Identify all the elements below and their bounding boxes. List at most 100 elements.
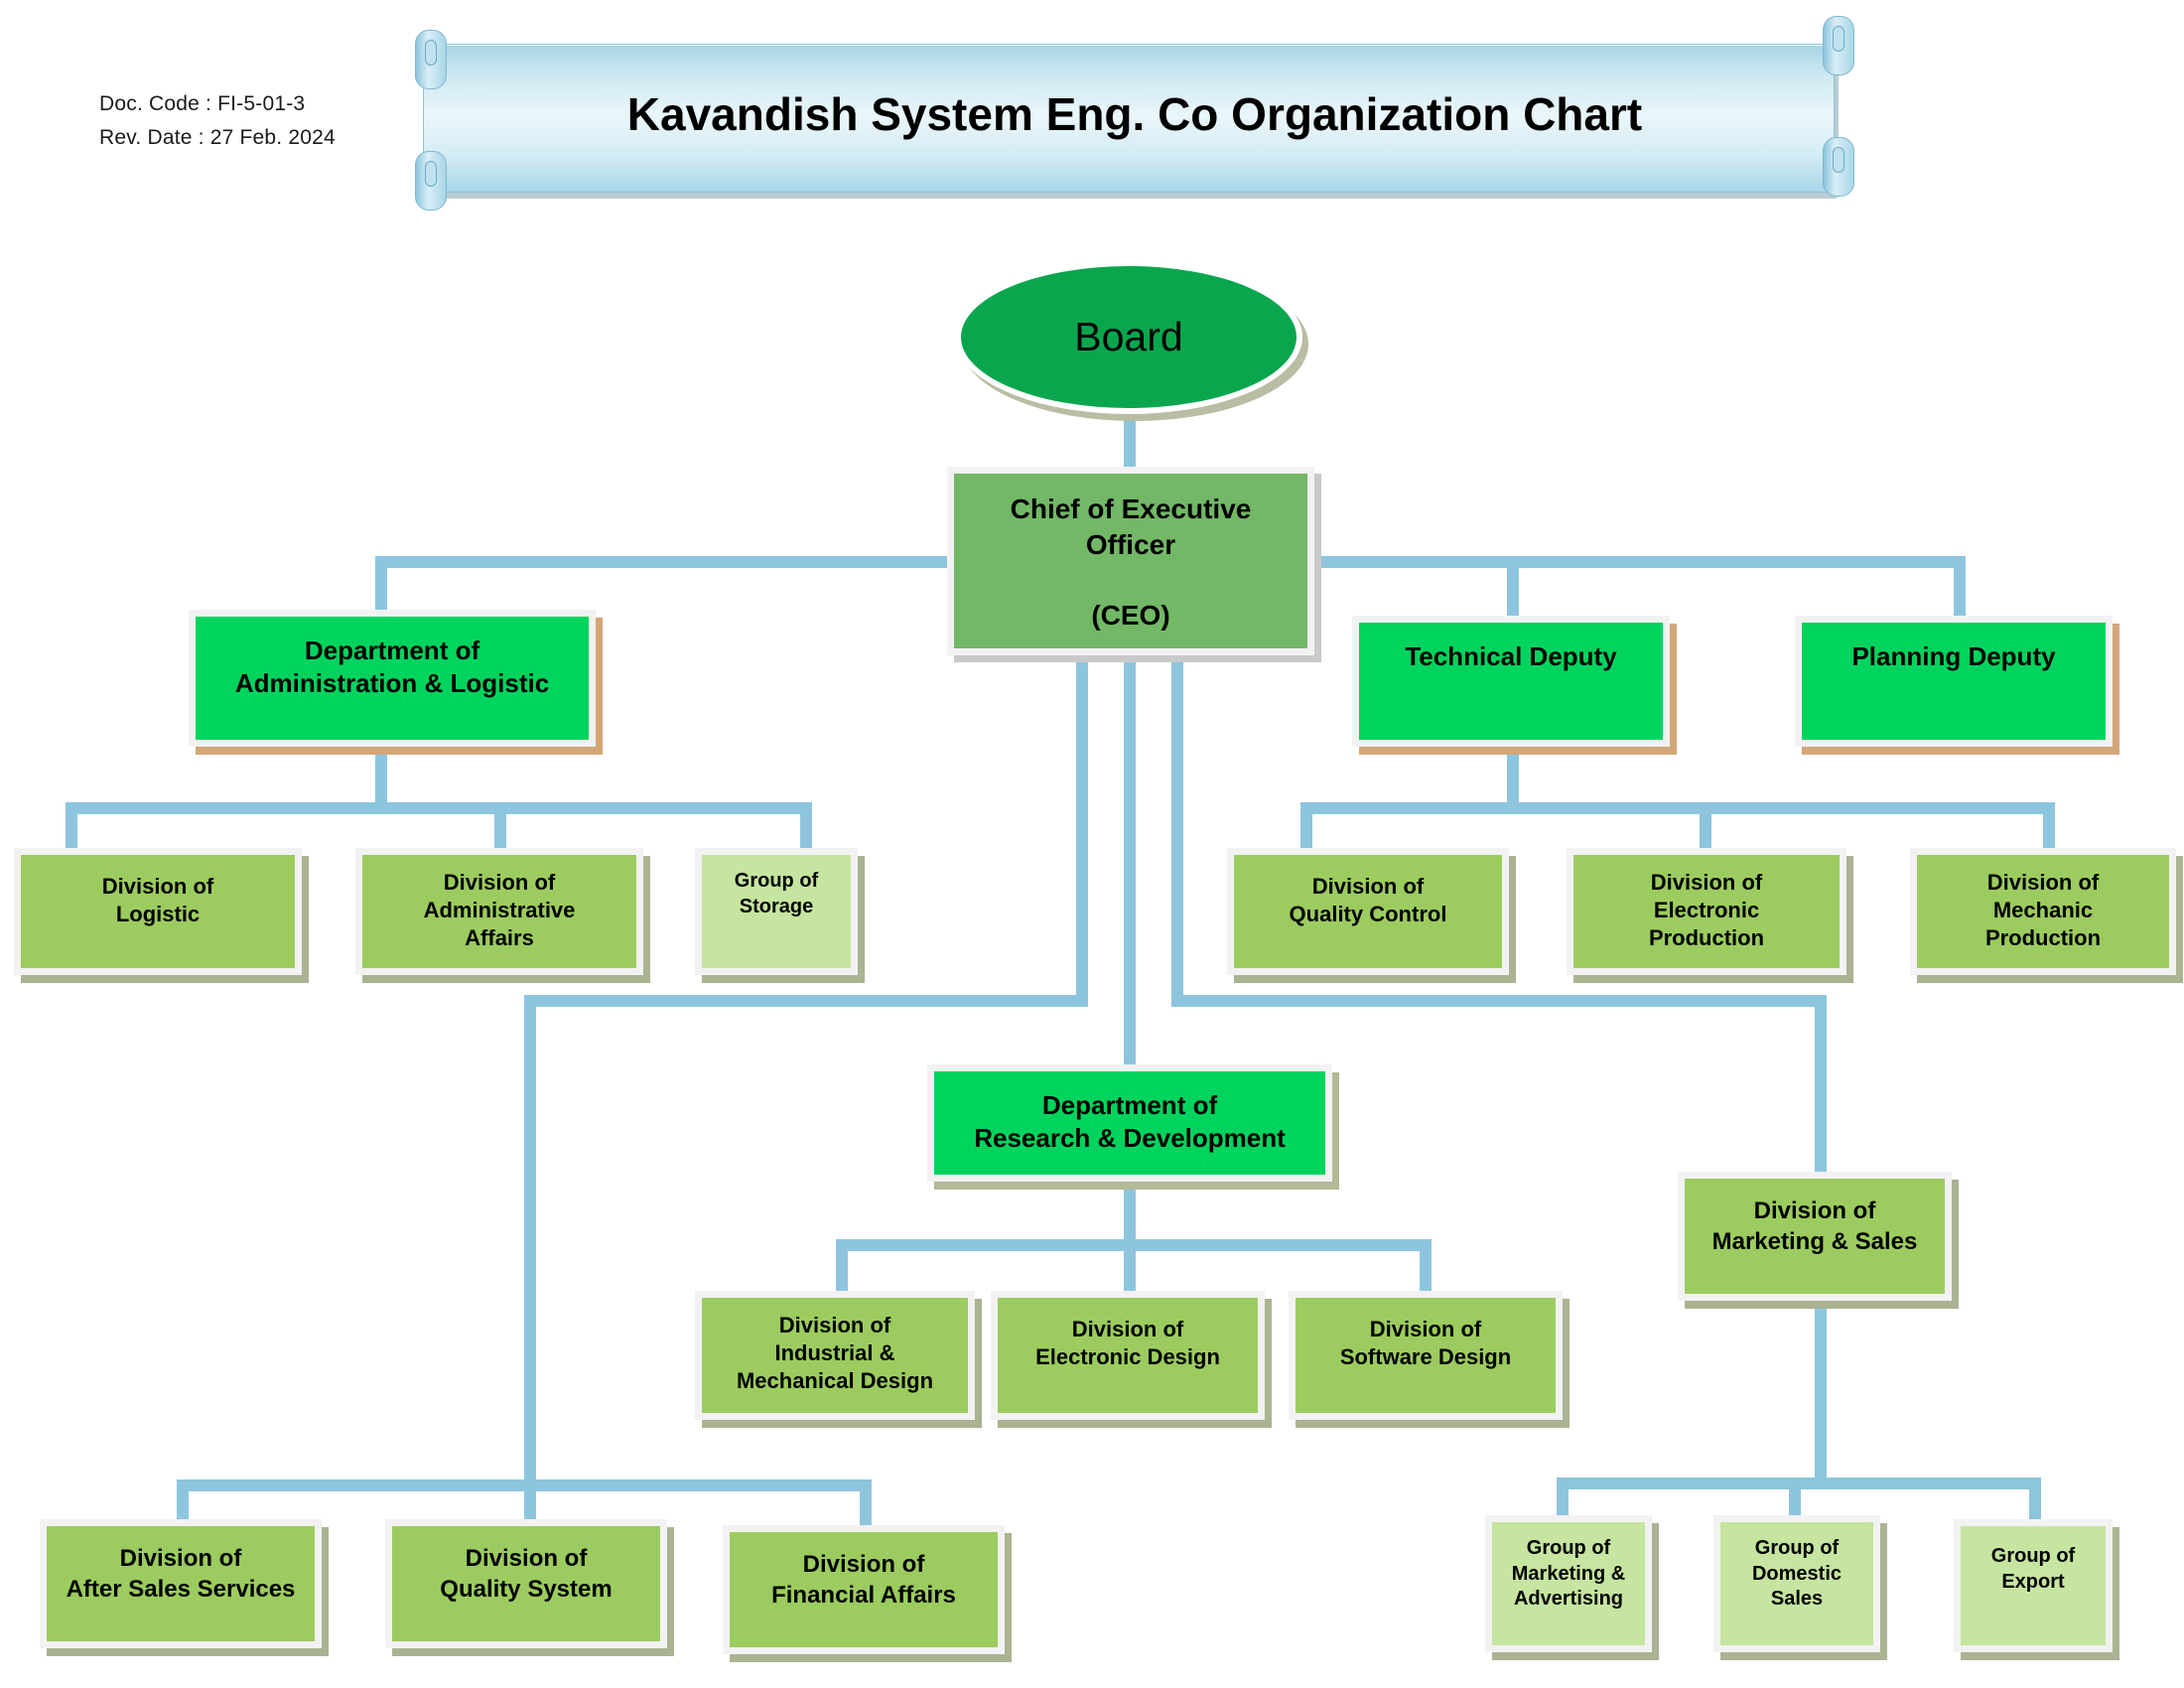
node-ceo-line3: (CEO) — [1091, 600, 1170, 632]
scroll-curl-right-top-icon — [1823, 16, 1854, 75]
node-mech-prod-line1: Division of — [1986, 870, 2100, 895]
node-division-quality-control[interactable]: Division of Quality Control — [1227, 848, 1509, 975]
node-division-administrative-affairs[interactable]: Division of Administrative Affairs — [355, 848, 643, 975]
node-board-label: Board — [1074, 314, 1183, 359]
connector-ceo-right-branch-vertical — [1815, 995, 1827, 1172]
connector-ceo-right-branch-horizontal — [1171, 995, 1827, 1007]
connector-rd-to-software-design — [1420, 1239, 1432, 1293]
node-mkt-adv-line3: Advertising — [1513, 1588, 1624, 1611]
node-division-quality-system[interactable]: Division of Quality System — [385, 1519, 667, 1648]
node-group-domestic-sales[interactable]: Group of Domestic Sales — [1713, 1515, 1880, 1652]
node-admin-line1: Department of — [304, 635, 480, 665]
node-division-electronic-production[interactable]: Division of Electronic Production — [1567, 848, 1846, 975]
connector-tech-to-mechanic-production — [2043, 802, 2055, 850]
connector-technical-children-horizontal — [1300, 802, 2055, 814]
node-technical-deputy[interactable]: Technical Deputy — [1352, 616, 1670, 747]
node-division-financial-affairs[interactable]: Division of Financial Affairs — [723, 1525, 1005, 1654]
connector-ceo-left-branch-horizontal — [524, 995, 1088, 1007]
node-division-after-sales-services[interactable]: Division of After Sales Services — [40, 1519, 322, 1648]
node-quality-system-line1: Division of — [465, 1545, 588, 1572]
node-mech-prod-line2: Mechanic — [1992, 898, 2094, 923]
node-group-storage[interactable]: Group of Storage — [695, 848, 858, 975]
connector-to-domestic-sales — [1789, 1477, 1801, 1519]
connector-tech-to-electronic-production — [1700, 802, 1711, 850]
node-domestic-line2: Domestic — [1751, 1562, 1843, 1585]
node-ceo-line1: Chief of Executive — [1010, 493, 1252, 524]
node-elec-prod-line1: Division of — [1650, 870, 1763, 895]
node-department-administration-logistic[interactable]: Department of Administration & Logistic — [189, 610, 596, 747]
node-ceo[interactable]: Chief of Executive Officer (CEO) — [947, 467, 1314, 655]
scroll-curl-right-bottom-icon — [1823, 137, 1854, 197]
page-title: Kavandish System Eng. Co Organization Ch… — [626, 88, 1643, 140]
node-mkt-adv-line1: Group of — [1526, 1537, 1611, 1559]
node-qc-line2: Quality Control — [1289, 902, 1447, 927]
node-logistic-line2: Logistic — [115, 902, 201, 927]
node-mkt-adv-line2: Marketing & — [1511, 1562, 1626, 1585]
node-division-mechanic-production[interactable]: Division of Mechanic Production — [1910, 848, 2176, 975]
node-planning-deputy[interactable]: Planning Deputy — [1795, 616, 2113, 747]
connector-ceo-to-deputies-horizontal — [1318, 556, 1966, 568]
connector-ceo-to-admin-horizontal — [375, 556, 947, 568]
node-storage-line1: Group of — [734, 870, 819, 892]
node-export-line2: Export — [2001, 1570, 2065, 1593]
node-admin-affairs-line1: Division of — [443, 870, 556, 895]
node-quality-system-line2: Quality System — [440, 1575, 613, 1603]
node-department-research-development[interactable]: Department of Research & Development — [927, 1064, 1332, 1182]
node-elec-design-line1: Division of — [1071, 1317, 1184, 1341]
node-after-sales-line2: After Sales Services — [66, 1575, 296, 1603]
connector-admin-down — [375, 747, 387, 814]
node-domestic-line3: Sales — [1770, 1588, 1824, 1611]
node-division-industrial-mechanical-design[interactable]: Division of Industrial & Mechanical Desi… — [695, 1291, 975, 1420]
connector-marketing-down — [1815, 1301, 1827, 1481]
connector-admin-to-admin-affairs — [494, 802, 506, 850]
node-financial-line2: Financial Affairs — [771, 1581, 956, 1609]
connector-ceo-bottom-right-stem — [1171, 655, 1183, 1005]
connector-board-to-ceo — [1124, 397, 1136, 469]
node-admin-affairs-line3: Affairs — [465, 925, 534, 951]
node-ceo-line2: Officer — [1085, 528, 1176, 560]
doc-code-text: Doc. Code : FI-5-01-3 — [99, 92, 306, 115]
connector-to-after-sales — [177, 1479, 189, 1527]
connector-to-financial-affairs — [860, 1479, 872, 1527]
node-logistic-line1: Division of — [101, 874, 214, 899]
node-ind-mech-line2: Industrial & — [774, 1340, 895, 1366]
connector-technical-deputy-down — [1507, 747, 1519, 814]
title-banner: Kavandish System Eng. Co Organization Ch… — [415, 16, 1854, 218]
node-division-software-design[interactable]: Division of Software Design — [1289, 1291, 1563, 1420]
node-soft-design-line1: Division of — [1369, 1317, 1482, 1341]
node-after-sales-line1: Division of — [119, 1545, 242, 1572]
node-division-logistic[interactable]: Division of Logistic — [14, 848, 302, 975]
node-mech-prod-line3: Production — [1984, 925, 2102, 951]
node-elec-prod-line2: Electronic — [1653, 898, 1760, 923]
connector-admin-children-horizontal — [66, 802, 812, 814]
node-marketing-line2: Marketing & Sales — [1711, 1227, 1918, 1255]
node-domestic-line1: Group of — [1754, 1537, 1840, 1559]
node-planning-deputy-label: Planning Deputy — [1851, 641, 2056, 671]
node-rd-line1: Department of — [1041, 1090, 1218, 1120]
node-financial-line1: Division of — [802, 1551, 925, 1578]
node-marketing-line1: Division of — [1753, 1197, 1876, 1224]
connector-rd-to-industrial-mechanical — [836, 1239, 848, 1293]
connector-ceo-bottom-left-stem — [1076, 655, 1088, 1005]
connector-to-export — [2029, 1477, 2041, 1519]
document-metadata: Doc. Code : FI-5-01-3 Rev. Date : 27 Feb… — [99, 87, 336, 155]
node-division-electronic-design[interactable]: Division of Electronic Design — [991, 1291, 1265, 1420]
node-board[interactable]: Board — [955, 260, 1302, 414]
node-group-marketing-advertising[interactable]: Group of Marketing & Advertising — [1485, 1515, 1652, 1652]
node-division-marketing-sales[interactable]: Division of Marketing & Sales — [1678, 1172, 1952, 1301]
scroll-curl-left-bottom-icon — [415, 151, 447, 211]
node-elec-design-line2: Electronic Design — [1035, 1344, 1220, 1370]
node-qc-line1: Division of — [1311, 874, 1425, 899]
connector-to-marketing-advertising — [1557, 1477, 1569, 1519]
node-soft-design-line2: Software Design — [1339, 1344, 1512, 1370]
connector-admin-to-storage — [800, 802, 812, 850]
node-admin-affairs-line2: Administrative — [423, 898, 576, 923]
node-ind-mech-line1: Division of — [778, 1313, 891, 1337]
connector-to-quality-system — [524, 1479, 536, 1527]
node-rd-line2: Research & Development — [974, 1123, 1286, 1154]
rev-date-text: Rev. Date : 27 Feb. 2024 — [99, 126, 336, 149]
node-group-export[interactable]: Group of Export — [1954, 1519, 2113, 1652]
node-elec-prod-line3: Production — [1648, 925, 1765, 951]
scroll-curl-left-top-icon — [415, 30, 447, 89]
